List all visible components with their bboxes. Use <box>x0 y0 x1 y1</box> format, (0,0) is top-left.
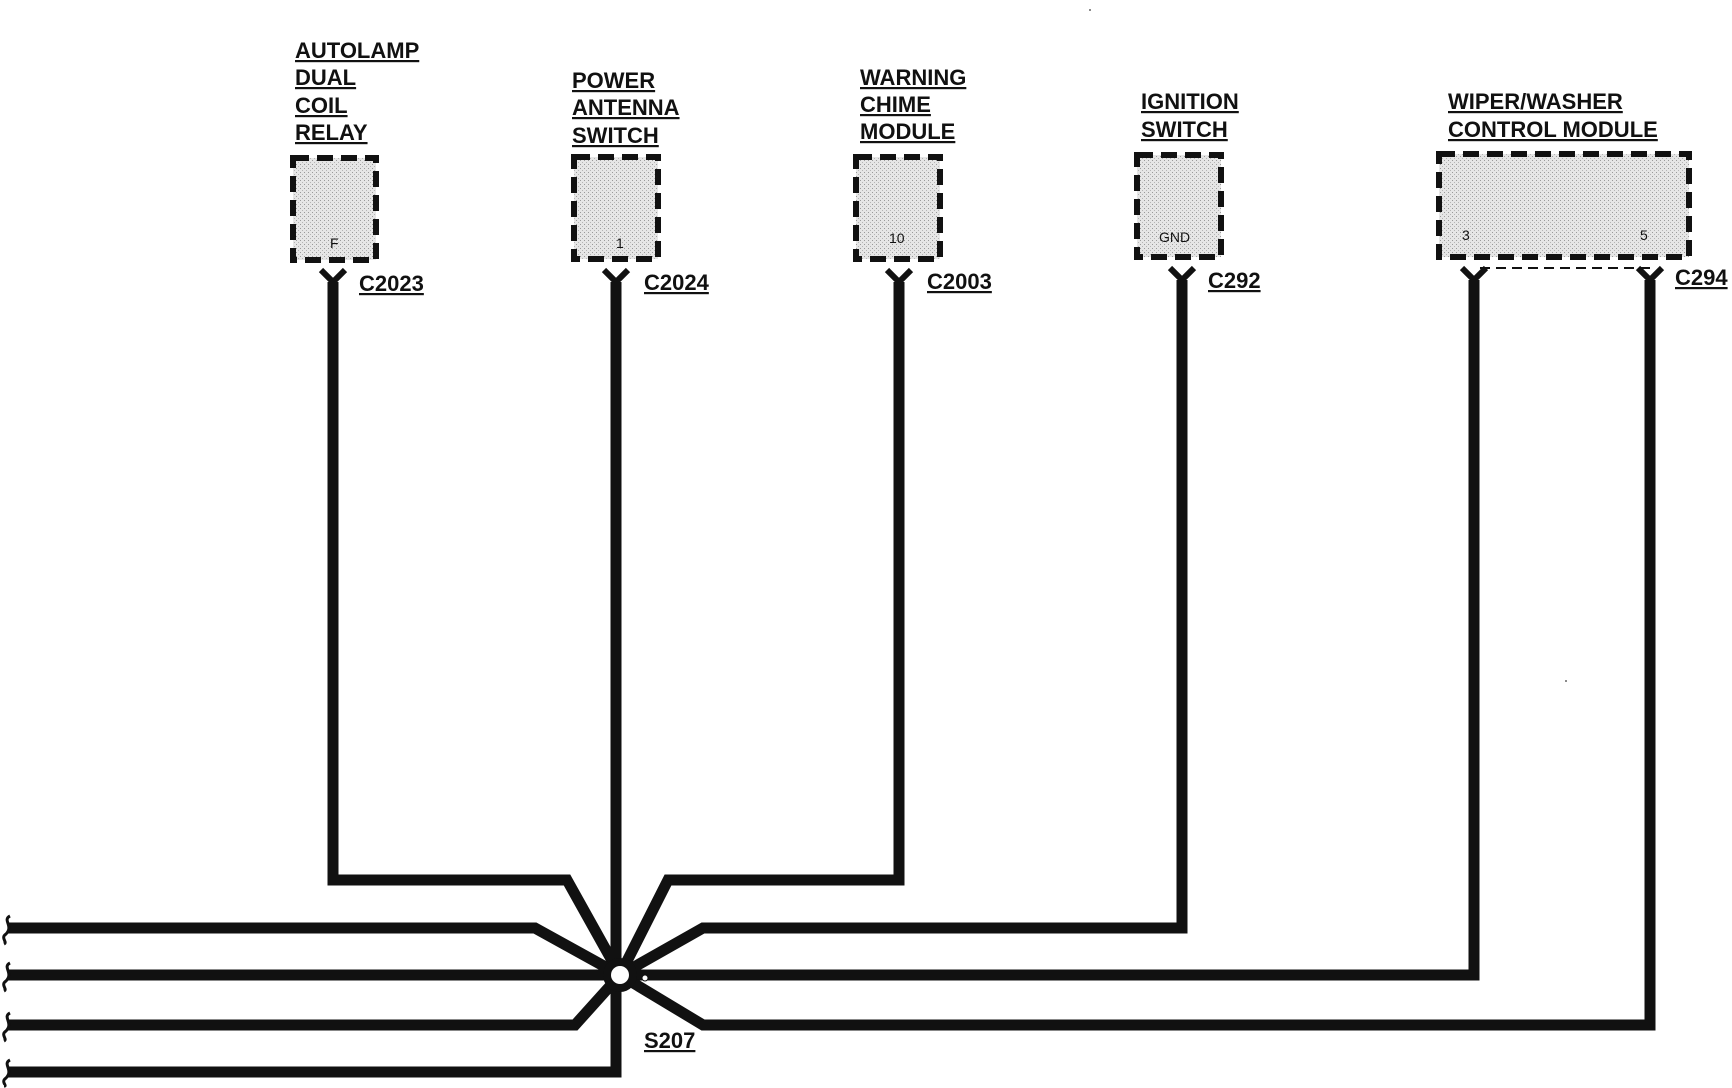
wire-left-1 <box>8 922 623 980</box>
wire-break-marks <box>2 914 11 1088</box>
svg-text:CHIME: CHIME <box>860 92 931 117</box>
wire-left-3 <box>8 971 625 1031</box>
warning-chime-pin: 10 <box>889 230 905 246</box>
connector-c294: C294 <box>1675 265 1728 290</box>
connector-c2003: C2003 <box>927 269 992 294</box>
wire-wiper-pin5 <box>617 280 1656 1031</box>
speck <box>1089 9 1091 11</box>
autolamp-label: AUTOLAMP DUAL COIL RELAY <box>295 38 419 145</box>
wire-autolamp <box>327 282 625 978</box>
ignition-label: IGNITION SWITCH <box>1141 89 1239 142</box>
svg-text:SWITCH: SWITCH <box>572 123 659 148</box>
svg-text:RELAY: RELAY <box>295 120 368 145</box>
svg-text:ANTENNA: ANTENNA <box>572 95 680 120</box>
wiper-washer-pin-5: 5 <box>1640 227 1648 243</box>
autolamp-relay-box <box>290 155 379 263</box>
wire-wiper-pin3 <box>620 280 1480 981</box>
wiper-washer-label: WIPER/WASHER CONTROL MODULE <box>1448 89 1658 142</box>
svg-text:DUAL: DUAL <box>295 65 356 90</box>
svg-text:SWITCH: SWITCH <box>1141 117 1228 142</box>
svg-text:CONTROL MODULE: CONTROL MODULE <box>1448 117 1658 142</box>
warning-chime-box <box>853 154 943 262</box>
ignition-pin: GND <box>1159 229 1190 245</box>
power-antenna-pin: 1 <box>616 235 624 251</box>
wire-warning-chime <box>615 282 905 978</box>
connector-c2024: C2024 <box>644 270 710 295</box>
speck <box>1565 680 1567 682</box>
svg-text:WARNING: WARNING <box>860 65 966 90</box>
power-antenna-label: POWER ANTENNA SWITCH <box>572 68 680 148</box>
wiper-washer-box <box>1436 151 1692 260</box>
autolamp-pin: F <box>330 235 339 251</box>
svg-text:IGNITION: IGNITION <box>1141 89 1239 114</box>
connector-c2023: C2023 <box>359 271 424 296</box>
svg-text:MODULE: MODULE <box>860 119 955 144</box>
splice-label: S207 <box>644 1028 695 1053</box>
svg-text:COIL: COIL <box>295 93 348 118</box>
warning-chime-label: WARNING CHIME MODULE <box>860 65 966 144</box>
svg-text:AUTOLAMP: AUTOLAMP <box>295 38 419 63</box>
svg-text:WIPER/WASHER: WIPER/WASHER <box>1448 89 1623 114</box>
wires <box>8 280 1656 1078</box>
wire-left-4 <box>8 975 622 1078</box>
power-antenna-box <box>571 154 661 262</box>
svg-text:POWER: POWER <box>572 68 655 93</box>
wire-ignition <box>617 280 1188 980</box>
wiper-washer-pin-3: 3 <box>1462 227 1470 243</box>
splice-s207 <box>603 958 649 992</box>
connector-c292: C292 <box>1208 268 1261 293</box>
ignition-switch-box <box>1134 152 1224 260</box>
